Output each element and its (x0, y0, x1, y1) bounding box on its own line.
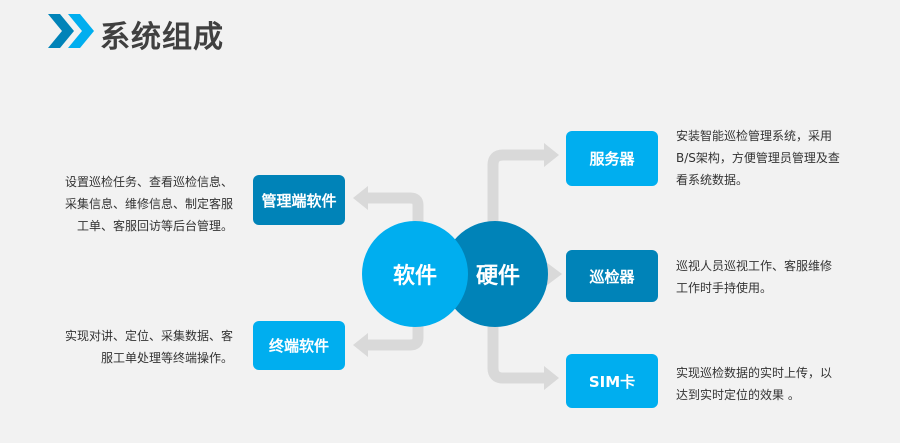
arrow-to-management (368, 192, 424, 230)
description-line: 工作时手持使用。 (676, 281, 773, 295)
description-line: B/S架构，方便管理员管理及查 (676, 151, 840, 165)
description-line: 巡视人员巡视工作、客服维修 (676, 259, 833, 273)
inspector-box: 巡检器 (566, 250, 658, 302)
management-software-label: 管理端软件 (261, 191, 337, 210)
inspector-description: 巡视人员巡视工作、客服维修 工作时手持使用。 (676, 255, 832, 299)
terminal-software-box: 终端软件 (253, 321, 345, 370)
description-line: 安装智能巡检管理系统，采用 (676, 129, 833, 143)
description-line: 看系统数据。 (676, 173, 749, 187)
description-line: 工单、客服回访等后台管理。 (76, 219, 233, 233)
description-line: 实现对讲、定位、采集数据、客 (64, 329, 233, 343)
software-label: 软件 (392, 264, 437, 289)
hardware-label: 硬件 (475, 264, 520, 289)
arrow-to-terminal (368, 318, 424, 351)
server-box: 服务器 (566, 131, 658, 186)
management-software-description: 设置巡检任务、查看巡检信息、 采集信息、维修信息、制定客服 工单、客服回访等后台… (65, 171, 233, 237)
sim-card-box: SIM卡 (566, 354, 658, 408)
description-line: 设置巡检任务、查看巡检信息、 (64, 175, 233, 189)
description-line: 达到实时定位的效果 。 (676, 388, 800, 402)
arrow-to-bottom (487, 320, 545, 384)
page-title: 系统组成 (100, 20, 224, 55)
description-line: 服工单处理等终端操作。 (100, 351, 233, 365)
description-line: 采集信息、维修信息、制定客服 (64, 197, 233, 211)
terminal-software-description: 实现对讲、定位、采集数据、客 服工单处理等终端操作。 (65, 325, 233, 369)
management-software-box: 管理端软件 (253, 175, 345, 225)
terminal-software-label: 终端软件 (268, 337, 329, 355)
sim-card-description: 实现巡检数据的实时上传，以 达到实时定位的效果 。 (676, 362, 832, 406)
description-line: 实现巡检数据的实时上传，以 (676, 366, 833, 380)
arrow-to-server (487, 149, 545, 230)
server-description: 安装智能巡检管理系统，采用 B/S架构，方便管理员管理及查 看系统数据。 (676, 125, 840, 191)
server-label: 服务器 (589, 150, 635, 168)
double-chevron-icon (48, 14, 94, 48)
software-circle: 软件 (362, 221, 468, 327)
sim-card-label: SIM卡 (588, 372, 636, 391)
inspector-label: 巡检器 (589, 267, 635, 286)
